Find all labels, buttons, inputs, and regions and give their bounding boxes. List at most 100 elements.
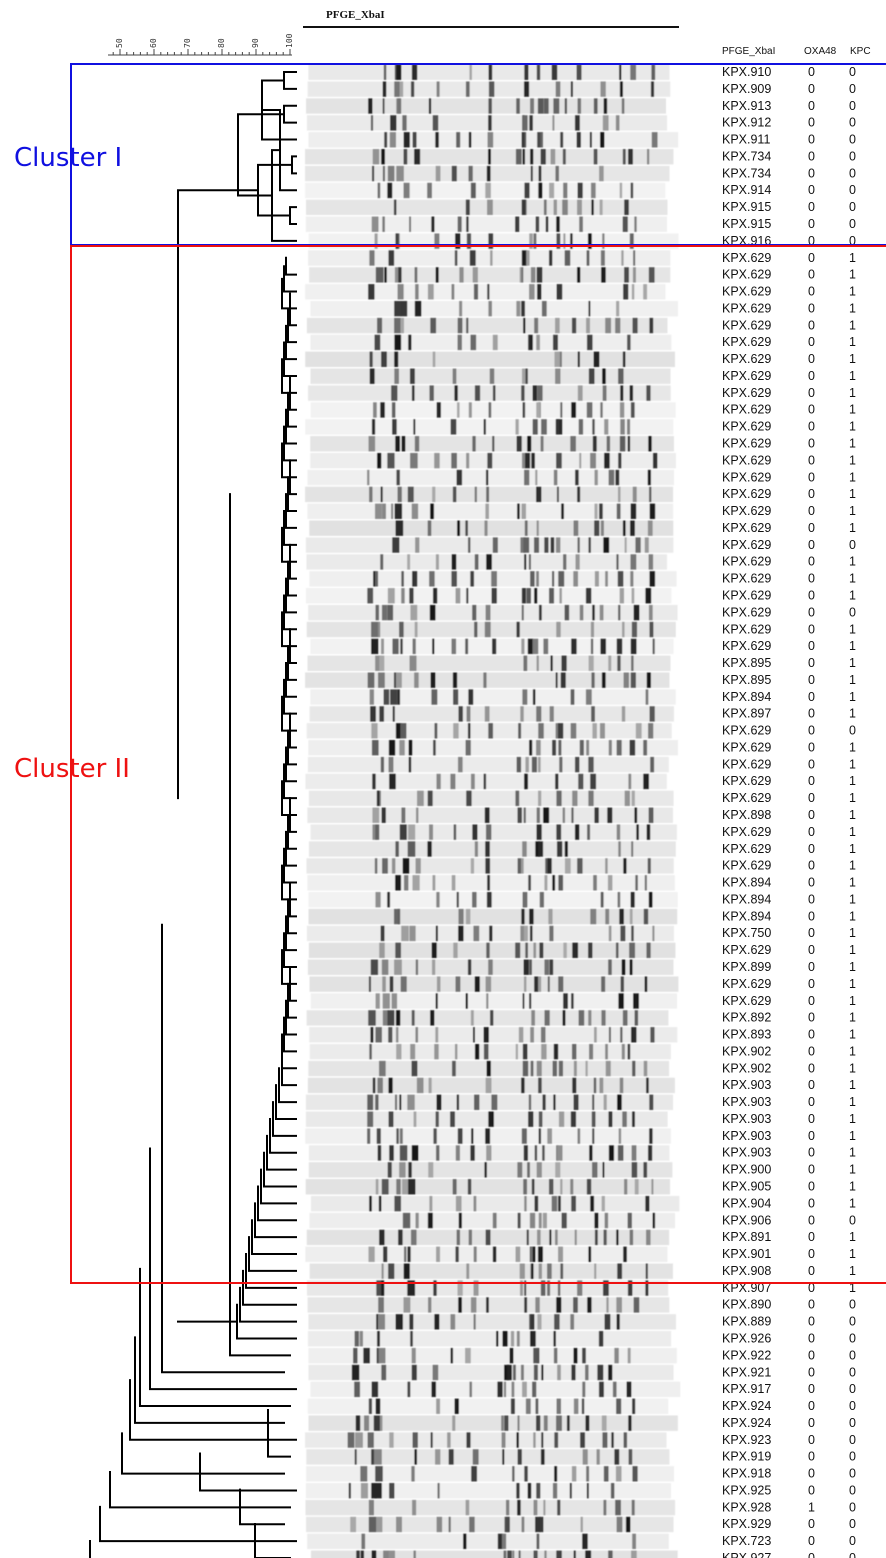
gel-band (556, 824, 562, 840)
gel-band (436, 773, 441, 790)
gel-band (629, 959, 633, 975)
scale-tick-label: 100 (285, 33, 294, 48)
gel-band (557, 1280, 561, 1296)
gel-band (432, 875, 436, 891)
isolate-kpc-value: 1 (849, 1264, 856, 1278)
gel-band (548, 1179, 554, 1195)
isolate-pfge-label: KPX.629 (722, 470, 771, 484)
gel-band (617, 1094, 622, 1111)
gel-band (564, 604, 570, 621)
gel-lane-background (310, 824, 677, 840)
isolate-kpc-value: 0 (849, 116, 856, 130)
isolate-oxa48-value: 0 (808, 774, 815, 788)
gel-band (618, 841, 621, 857)
gel-lane-background (308, 1162, 673, 1178)
gel-lane (308, 1415, 678, 1431)
isolate-oxa48-value: 0 (808, 639, 815, 653)
gel-band (541, 419, 547, 435)
isolate-oxa48-value: 0 (808, 1382, 815, 1396)
gel-band (375, 655, 383, 671)
dendrogram-branch (289, 459, 297, 496)
gel-band (382, 165, 385, 182)
gel-band (395, 841, 399, 857)
gel-lane (307, 1077, 675, 1094)
isolate-kpc-value: 1 (849, 1230, 856, 1244)
gel-band (470, 334, 477, 351)
gel-band (535, 469, 538, 486)
gel-band (548, 908, 553, 925)
gel-band (375, 571, 379, 587)
isolate-oxa48-value: 0 (808, 740, 815, 754)
gel-band (537, 1229, 541, 1246)
gel-lane-background (309, 1027, 678, 1043)
isolate-oxa48-value: 0 (808, 403, 815, 417)
kpc-column-header: KPC (850, 46, 871, 57)
gel-band (488, 233, 494, 249)
dendrogram-branch (285, 408, 297, 445)
gel-band (572, 790, 578, 807)
gel-band (631, 588, 635, 604)
gel-band (400, 723, 407, 739)
gel-band (535, 1297, 540, 1313)
isolate-kpc-value: 1 (849, 1028, 856, 1042)
isolate-kpc-value: 1 (849, 1281, 856, 1295)
isolate-oxa48-value: 0 (808, 690, 815, 704)
gel-band (486, 891, 492, 908)
gel-band (530, 148, 534, 165)
gel-band (497, 1533, 503, 1550)
gel-band (538, 1077, 542, 1094)
isolate-oxa48-value: 0 (808, 234, 815, 248)
gel-lane (308, 891, 678, 908)
gel-band (621, 98, 625, 114)
gel-lane-background (309, 1263, 673, 1279)
gel-header: PFGE_XbaI (303, 9, 679, 28)
gel-band (491, 638, 497, 655)
gel-band (543, 1415, 548, 1431)
gel-band (484, 621, 491, 638)
isolate-oxa48-value: 0 (808, 1044, 815, 1058)
gel-band (624, 790, 630, 807)
gel-band (560, 672, 566, 688)
gel-band (413, 419, 416, 435)
gel-band (527, 436, 532, 452)
gel-band (537, 385, 543, 401)
gel-band (402, 1179, 410, 1195)
gel-band (407, 1246, 411, 1262)
gel-band (577, 486, 581, 503)
gel-band (468, 689, 474, 705)
gel-band (473, 925, 480, 942)
gel-band (615, 115, 620, 131)
gel-lane-background (307, 1331, 672, 1347)
gel-band (588, 1010, 592, 1026)
gel-band (379, 706, 385, 722)
gel-lane-background (310, 452, 676, 469)
gel-band (533, 1347, 539, 1364)
gel-lane-background (310, 1381, 681, 1398)
gel-band (630, 182, 634, 199)
gel-band (593, 148, 598, 165)
gel-band (379, 1229, 385, 1246)
gel-band (649, 1094, 654, 1111)
gel-band (397, 689, 401, 705)
isolate-pfge-label: KPX.629 (722, 943, 771, 957)
gel-band (535, 841, 541, 857)
gel-band (457, 1280, 463, 1296)
gel-lane-background (307, 250, 671, 266)
gel-band (590, 638, 594, 655)
gel-band (394, 81, 400, 97)
gel-band (622, 351, 626, 368)
dendrogram-branch (139, 1267, 291, 1408)
gel-band (483, 419, 486, 435)
gel-band (377, 1314, 386, 1330)
gel-band (390, 689, 398, 705)
gel-band (455, 233, 461, 249)
gel-band (472, 1449, 479, 1465)
gel-band (524, 452, 531, 469)
gel-band (544, 875, 548, 891)
isolate-pfge-label: KPX.629 (722, 605, 771, 619)
